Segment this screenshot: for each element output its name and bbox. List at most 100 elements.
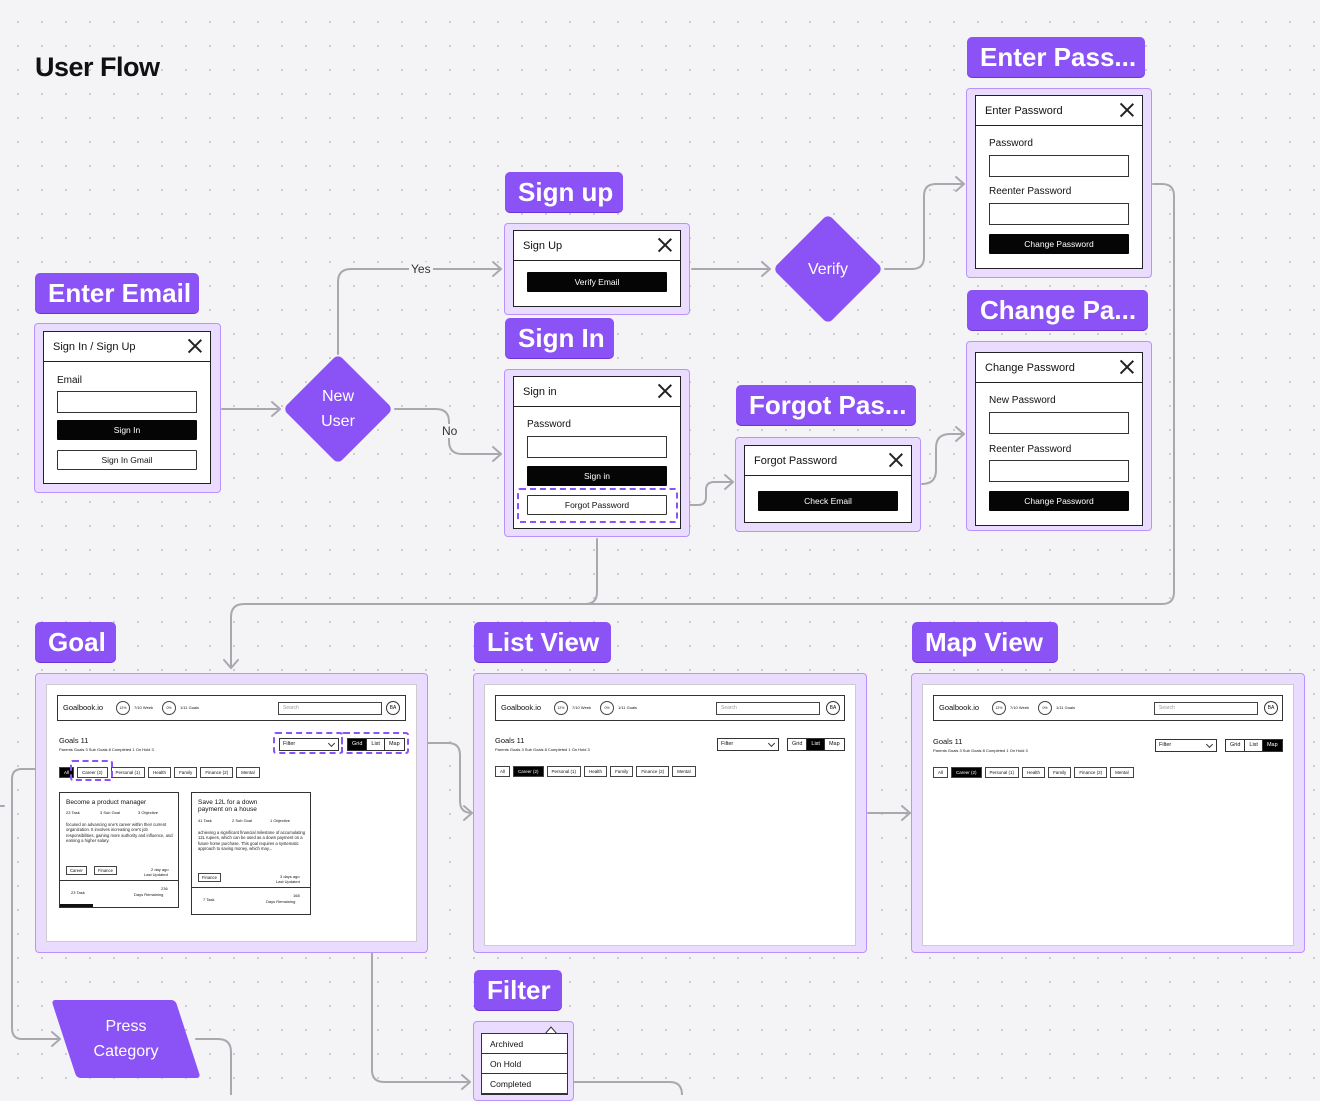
career-chip-highlight [70, 760, 113, 781]
search-input[interactable]: Search [1154, 702, 1258, 715]
card-description: focused on advancing one's career within… [66, 822, 173, 843]
goal-screen: Goalbook.io 12% 7/10 Week 0% 1/11 Goals … [46, 684, 417, 942]
avatar[interactable]: BA [826, 701, 840, 715]
card-stat: 3 Objective [138, 810, 159, 815]
frame-list-view: Goalbook.io 12% 7/10 Week 0% 1/11 Goals … [473, 673, 867, 953]
change-password-button[interactable]: Change Password [989, 491, 1129, 511]
reenter-password-field[interactable] [989, 203, 1129, 225]
chip-health[interactable]: Health [1022, 767, 1046, 778]
chip-finance[interactable]: Finance (2) [1074, 767, 1108, 778]
progress-ring: 0% [1038, 701, 1052, 715]
app-nav: Goalbook.io 12% 7/10 Week 0% 1/11 Goals … [495, 695, 845, 721]
email-field[interactable] [57, 391, 197, 413]
password-label: Password [527, 419, 571, 430]
category-chips: All Career (2) Personal (1) Health Famil… [495, 766, 696, 777]
goals-title: Goals 11 [933, 737, 963, 746]
email-label: Email [57, 375, 83, 386]
password-field[interactable] [527, 436, 667, 458]
brand-logo: Goalbook.io [939, 703, 980, 712]
card-stat: 3 Sub Goal [100, 810, 121, 815]
card-description: achieving a significant financial milest… [198, 830, 306, 851]
view-grid[interactable]: Grid [348, 739, 368, 750]
new-user-decision: New User [282, 353, 394, 465]
close-icon[interactable] [1120, 360, 1134, 374]
days-remaining-label: Days Remaining [266, 899, 296, 904]
chip-all[interactable]: All [933, 767, 949, 778]
avatar[interactable]: BA [1264, 701, 1278, 715]
sign-up-dialog: Sign Up Verify Email [513, 230, 681, 307]
dialog-title: Sign Up [523, 240, 563, 252]
frame-map-view: Goalbook.io 12% 7/10 Week 0% 1/11 Goals … [911, 673, 1305, 953]
tag-sign-up: Sign up [505, 172, 623, 212]
view-grid[interactable]: Grid [788, 739, 808, 750]
forgot-password-button[interactable]: Forgot Password [527, 495, 667, 515]
chip-family[interactable]: Family [1048, 767, 1072, 778]
view-map[interactable]: Map [824, 739, 844, 750]
chip-health[interactable]: Health [148, 767, 172, 778]
close-icon[interactable] [1120, 103, 1134, 117]
view-map[interactable]: Map [384, 739, 404, 750]
filter-select[interactable]: Filter [1155, 739, 1217, 752]
search-input[interactable]: Search [716, 702, 820, 715]
chip-personal[interactable]: Personal (1) [984, 767, 1020, 778]
chip-finance[interactable]: Finance (2) [200, 767, 234, 778]
chip-finance[interactable]: Finance (2) [636, 766, 670, 777]
forgot-password-highlight [517, 488, 678, 523]
sign-in-gmail-button[interactable]: Sign In Gmail [57, 450, 197, 470]
view-grid[interactable]: Grid [1226, 740, 1246, 751]
check-email-button[interactable]: Check Email [758, 491, 898, 511]
close-icon[interactable] [188, 339, 202, 353]
search-input[interactable]: Search [278, 702, 382, 715]
chip-career[interactable]: Career (2) [951, 767, 982, 778]
filter-option-completed[interactable]: Completed [482, 1074, 567, 1094]
change-password-button[interactable]: Change Password [989, 234, 1129, 254]
chip-personal[interactable]: Personal (1) [110, 767, 146, 778]
progress-ring: 0% [600, 701, 614, 715]
goal-card[interactable]: Become a product manager 23 Task 3 Sub G… [59, 792, 179, 908]
filter-option-archived[interactable]: Archived [482, 1034, 567, 1054]
view-map[interactable]: Map [1262, 740, 1282, 751]
chip-family[interactable]: Family [174, 767, 198, 778]
filter-select[interactable]: Filter [717, 738, 779, 751]
chip-all[interactable]: All [495, 766, 511, 777]
tag-sign-in: Sign In [505, 318, 614, 358]
sign-in-button[interactable]: Sign in [527, 466, 667, 486]
close-icon[interactable] [889, 453, 903, 467]
chip-family[interactable]: Family [610, 766, 634, 777]
view-list[interactable]: List [807, 739, 825, 750]
close-icon[interactable] [658, 384, 672, 398]
frame-goal: Goalbook.io 12% 7/10 Week 0% 1/11 Goals … [35, 673, 428, 953]
verify-label: Verify [807, 260, 848, 278]
reenter-password-field[interactable] [989, 460, 1129, 482]
forgot-password-dialog: Forgot Password Check Email [744, 445, 912, 523]
chip-mental[interactable]: Mental [236, 767, 260, 778]
filter-select[interactable]: Filter [279, 738, 339, 751]
goals-title: Goals 11 [59, 736, 89, 745]
view-list[interactable]: List [1245, 740, 1263, 751]
goal-card[interactable]: Save 12L for a down payment on a house 4… [191, 792, 311, 915]
chip-health[interactable]: Health [584, 766, 608, 777]
days-remaining: 168 [293, 893, 300, 898]
sign-in-button[interactable]: Sign In [57, 420, 197, 440]
view-list[interactable]: List [367, 739, 385, 750]
new-user-label: New User [321, 388, 355, 430]
chip-mental[interactable]: Mental [1110, 767, 1134, 778]
close-icon[interactable] [658, 238, 672, 252]
filter-option-on-hold[interactable]: On Hold [482, 1054, 567, 1074]
avatar[interactable]: BA [386, 701, 400, 715]
week-stat: 7/10 Week [134, 705, 154, 710]
chip-personal[interactable]: Personal (1) [546, 766, 582, 777]
chip-mental[interactable]: Mental [672, 766, 696, 777]
verify-email-button[interactable]: Verify Email [527, 272, 667, 292]
chip-all[interactable]: All [59, 767, 75, 778]
chip-career[interactable]: Career (2) [513, 766, 544, 777]
tag-change-password: Change Pa... [967, 290, 1148, 330]
chip-career[interactable]: Career (2) [77, 767, 108, 778]
password-field[interactable] [989, 155, 1129, 177]
new-password-field[interactable] [989, 412, 1129, 434]
reenter-password-label: Reenter Password [989, 444, 1072, 455]
dialog-header: Forgot Password [745, 446, 911, 476]
days-remaining: 236 [161, 886, 168, 891]
tag-list-view: List View [474, 622, 611, 662]
progress-ring: 12% [116, 701, 130, 715]
